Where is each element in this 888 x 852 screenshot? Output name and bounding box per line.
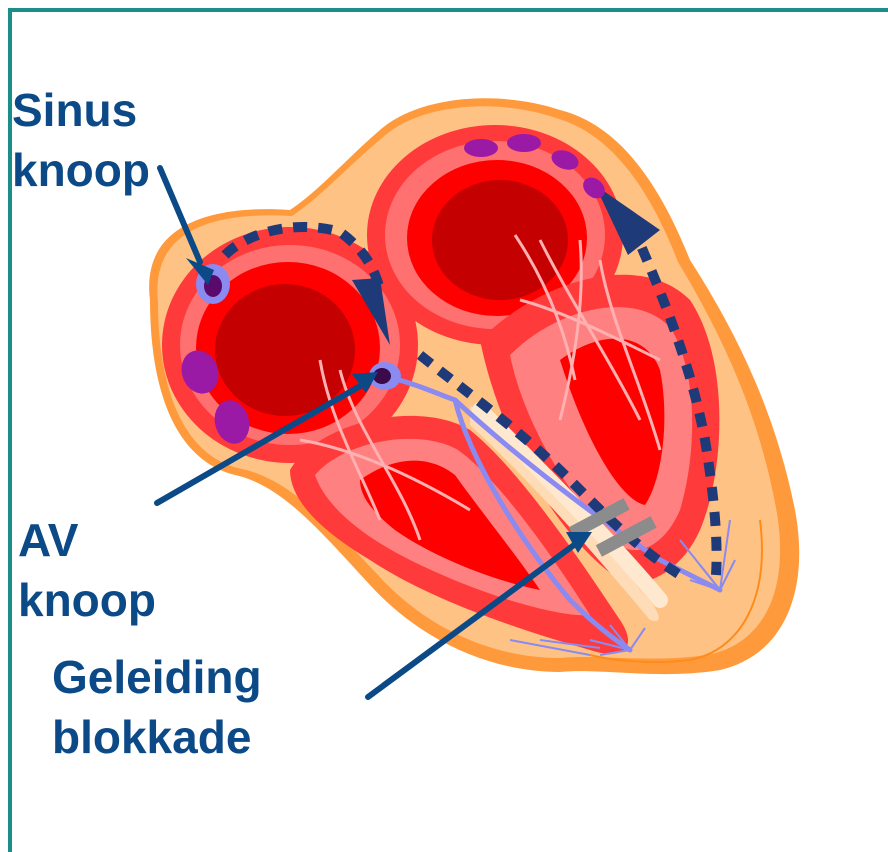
av-label-line-1: AV [18, 510, 156, 570]
block-label-line-2: blokkade [52, 707, 262, 767]
block-label-line-1: Geleiding [52, 647, 262, 707]
sinus-label-line-1: Sinus [12, 80, 150, 140]
sinus-node-label: Sinus knoop [12, 80, 150, 200]
sinus-label-line-2: knoop [12, 140, 150, 200]
conduction-block-label: Geleiding blokkade [52, 647, 262, 767]
av-label-line-2: knoop [18, 570, 156, 630]
av-node-label: AV knoop [18, 510, 156, 630]
